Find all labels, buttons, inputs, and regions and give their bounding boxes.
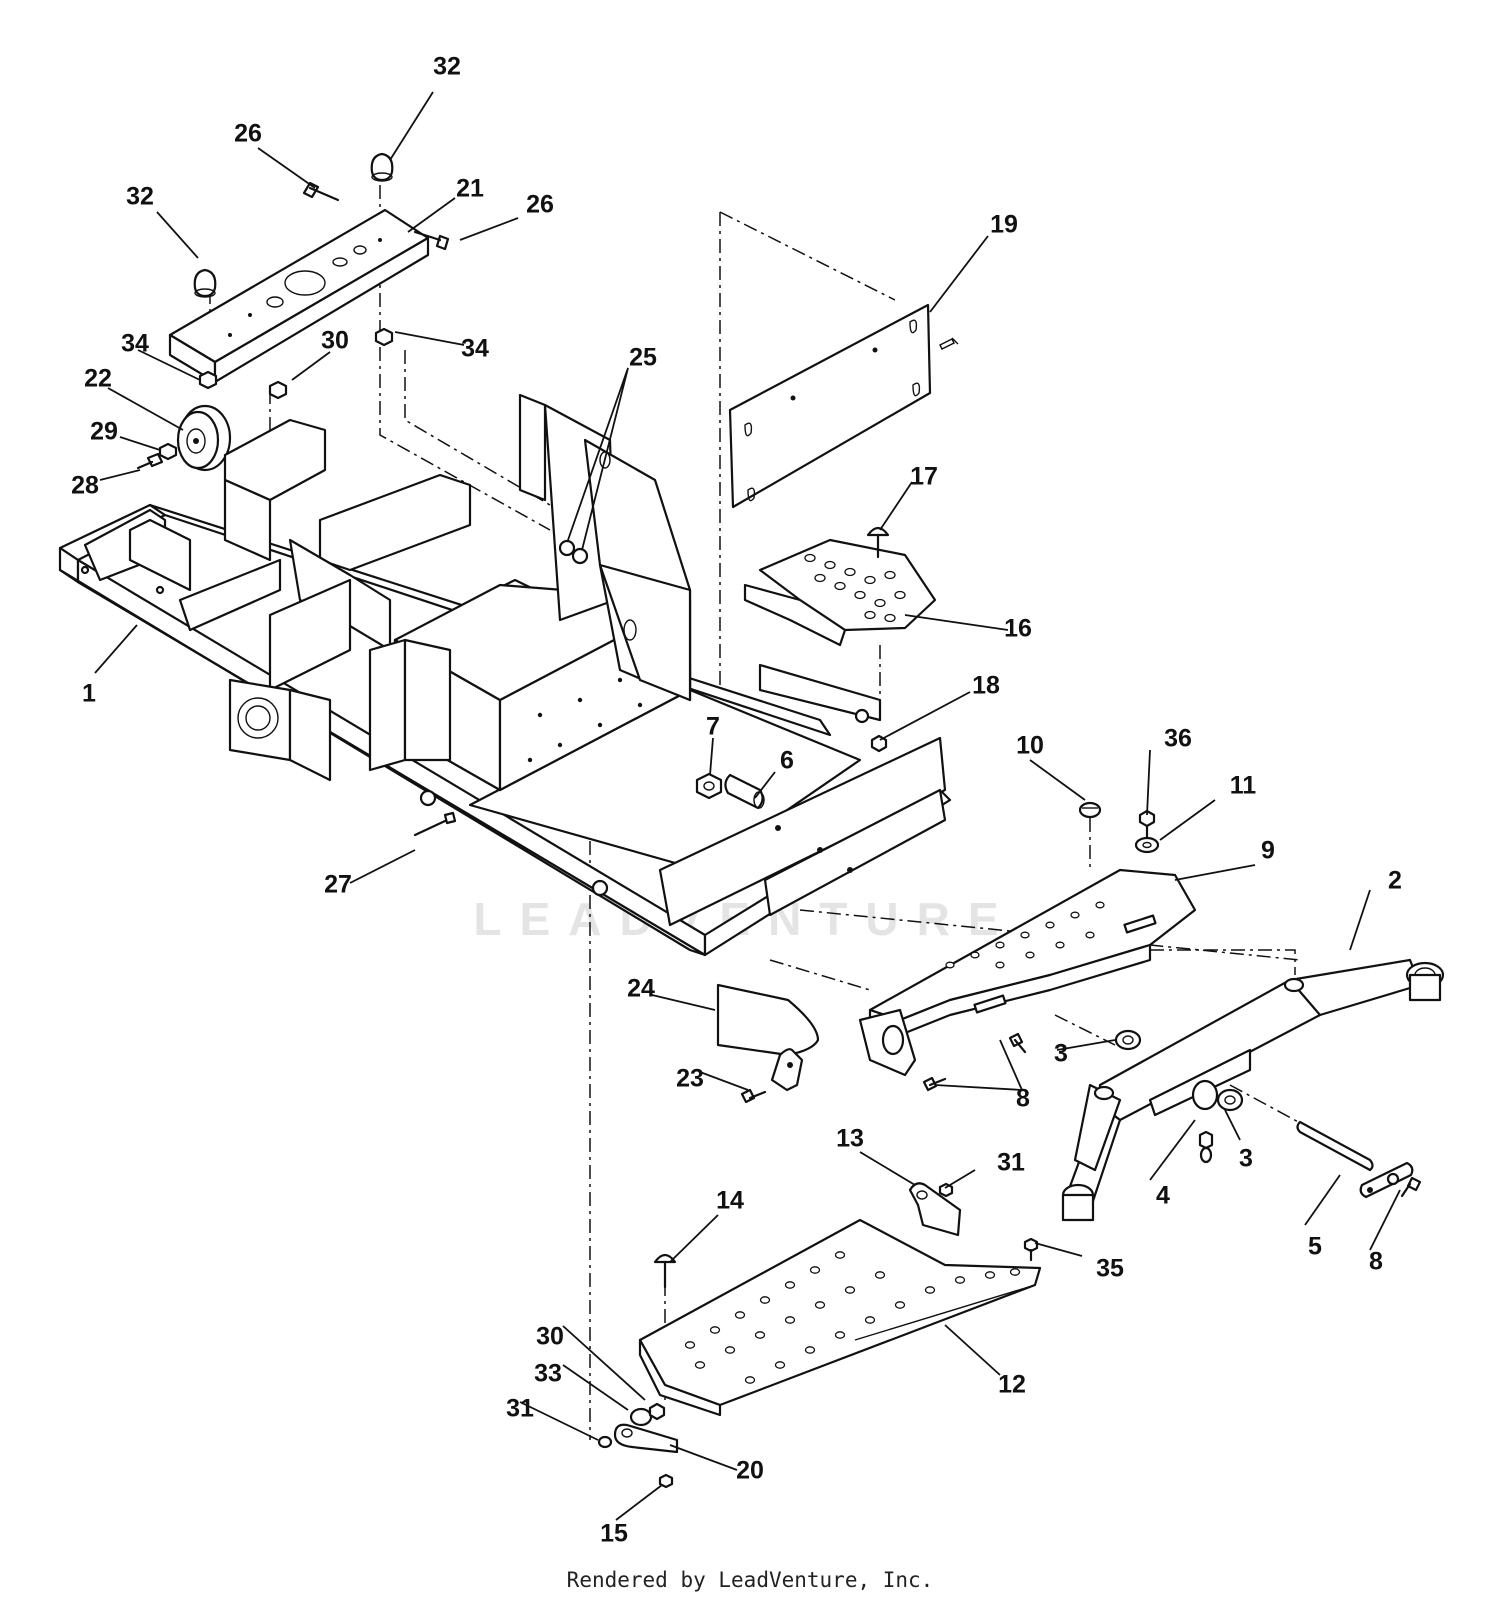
callout-32: 32: [126, 183, 154, 211]
callouts: 1 2 3 3 4 5 6 7 8 8 9 10 11 12 13 14 15 …: [71, 53, 1402, 1548]
part-5-pivot-pin: [1296, 1120, 1414, 1199]
part-10-cap: [1078, 801, 1102, 819]
callout-23: 23: [676, 1065, 704, 1093]
part-8-screws: [922, 1032, 1422, 1198]
callout-10: 10: [1016, 732, 1044, 760]
part-12-floor-pan: [638, 1218, 1042, 1417]
callout-24: 24: [627, 975, 655, 1003]
callout-18: 18: [972, 672, 1000, 700]
callout-8: 8: [1369, 1248, 1383, 1276]
part-32-bumper: [193, 152, 394, 298]
callout-6: 6: [780, 747, 794, 775]
nuts: [198, 327, 394, 400]
part-11-washer: [1134, 836, 1160, 854]
callout-33: 33: [534, 1360, 562, 1388]
callout-26: 26: [234, 120, 262, 148]
part-2-front-axle: [1061, 958, 1445, 1222]
leaders: [94, 91, 1401, 1521]
callout-28: 28: [71, 472, 99, 500]
part-26-screw: [302, 181, 450, 251]
callout-15: 15: [600, 1520, 628, 1548]
callout-14: 14: [716, 1187, 744, 1215]
callout-36: 36: [1164, 725, 1192, 753]
callout-12: 12: [998, 1371, 1026, 1399]
callout-30: 30: [321, 327, 349, 355]
part-13-bracket: [908, 1182, 962, 1237]
callout-11: 11: [1230, 772, 1257, 800]
part-9-axle-mount: [858, 868, 1197, 1077]
callout-26: 26: [526, 191, 554, 219]
part-4-fitting: [1198, 1130, 1214, 1164]
part-18-nut: [870, 734, 888, 753]
part-1-frame: [58, 393, 952, 957]
callout-19: 19: [990, 211, 1018, 239]
part-7-nut: [695, 772, 723, 800]
callout-32: 32: [433, 53, 461, 81]
part-22-pulley: [136, 404, 232, 472]
callout-25: 25: [629, 344, 657, 372]
part-16-step: [743, 538, 937, 647]
part-3-bushings: [1114, 1029, 1244, 1112]
callout-4: 4: [1156, 1182, 1170, 1210]
part-36-screw: [1138, 809, 1156, 840]
callout-35: 35: [1096, 1255, 1124, 1283]
part-20-bracket: [597, 1402, 679, 1489]
callout-29: 29: [90, 418, 118, 446]
callout-7: 7: [706, 713, 720, 741]
callout-3: 3: [1054, 1040, 1068, 1068]
callout-17: 17: [910, 463, 938, 491]
part-19-panel: [728, 303, 959, 509]
callout-34: 34: [461, 335, 489, 363]
callout-31: 31: [506, 1395, 534, 1423]
callout-30: 30: [536, 1323, 564, 1351]
callout-5: 5: [1308, 1233, 1322, 1261]
callout-8: 8: [1016, 1085, 1030, 1113]
callout-16: 16: [1004, 615, 1032, 643]
part-23-bracket: [740, 1048, 804, 1104]
callout-27: 27: [324, 871, 352, 899]
callout-31: 31: [997, 1149, 1025, 1177]
part-27-bolt: [413, 811, 457, 837]
part-14-carriage-bolt: [653, 1253, 677, 1289]
callout-22: 22: [84, 365, 112, 393]
callout-3: 3: [1239, 1145, 1253, 1173]
part-24-shield: [716, 983, 820, 1057]
callout-2: 2: [1388, 867, 1402, 895]
render-credit: Rendered by LeadVenture, Inc.: [566, 1568, 934, 1592]
part-35-screw: [1023, 1237, 1039, 1262]
part-17-carriage-bolt: [866, 526, 890, 559]
callout-1: 1: [82, 680, 96, 708]
callout-21: 21: [456, 175, 484, 203]
callout-9: 9: [1261, 837, 1275, 865]
callout-20: 20: [736, 1457, 764, 1485]
callout-13: 13: [836, 1125, 864, 1153]
callout-34: 34: [121, 330, 149, 358]
